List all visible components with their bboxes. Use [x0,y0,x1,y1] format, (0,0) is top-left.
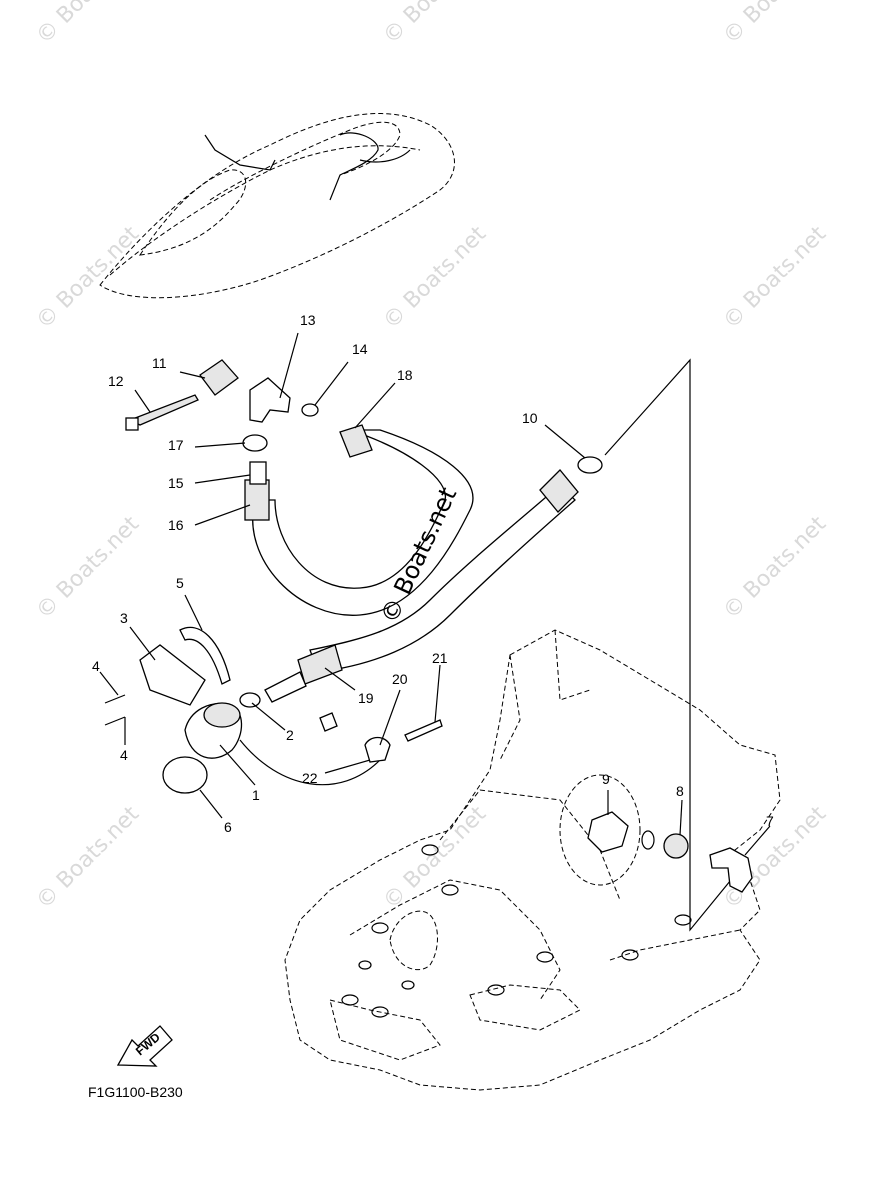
callout-21: 21 [432,650,448,666]
watermark: © Boats.net [32,0,145,49]
terminal-pin [404,719,443,742]
callout-3: 3 [120,610,128,626]
tie-mount [199,359,239,396]
callout-13: 13 [300,312,316,328]
watermark: © Boats.net [379,221,492,334]
callouts: 1 2 3 4 4 5 6 7 8 9 10 11 12 13 14 15 16… [92,312,774,835]
drawing-code: F1G1100-B230 [88,1084,183,1100]
callout-16: 16 [168,517,184,533]
watermark: © Boats.net [719,0,832,49]
callout-4: 4 [92,658,100,674]
callout-5: 5 [176,575,184,591]
hose-clamp [239,692,261,708]
hose-corrugated-end [244,479,270,521]
hose-clamp [242,434,268,452]
connector [319,712,338,732]
watermark: © Boats.net [379,801,492,914]
callout-9: 9 [602,771,610,787]
callout-15: 15 [168,475,184,491]
callout-4: 4 [120,747,128,763]
pump-cap [162,756,208,794]
callout-10: 10 [522,410,538,426]
watermark: © Boats.net [32,511,145,624]
drain-elbow [709,847,753,893]
callout-12: 12 [108,373,124,389]
callout-7: 7 [766,813,774,829]
pump-lead-wire [239,739,381,786]
mount-boss [341,844,692,1018]
callout-20: 20 [392,671,408,687]
rivet [104,716,126,726]
callout-17: 17 [168,437,184,453]
small-parts [104,359,753,893]
watermark: © Boats.net [379,0,492,49]
bilge-pump-bracket [139,644,206,706]
watercraft-illustration [99,113,455,299]
watermark: © Boats.net [719,221,832,334]
watermark: © Boats.net [719,511,832,624]
callout-1: 1 [252,787,260,803]
hose-clamp [301,403,319,417]
elbow-fitting [249,377,291,423]
callout-22: 22 [302,770,318,786]
callout-2: 2 [286,727,294,743]
bilge-pump-clamp-band [179,626,231,685]
fwd-arrow-icon: FWD [116,1025,173,1067]
callout-19: 19 [358,690,374,706]
rivet [104,694,126,704]
callout-14: 14 [352,341,368,357]
cable-tie [128,394,199,426]
wire-holder [364,736,391,763]
leader-lines [99,332,771,856]
callout-8: 8 [676,783,684,799]
washer [663,833,689,859]
watermark: © Boats.net [32,801,145,914]
callout-11: 11 [152,355,167,371]
watermark: © Boats.net [32,221,145,334]
routing-line [604,358,736,932]
drain-nut [587,811,629,853]
callout-18: 18 [397,367,413,383]
callout-6: 6 [224,819,232,835]
hull-illustration [284,629,781,1091]
hose-clamp [577,456,603,474]
bilge-hose-assembly [244,424,579,703]
